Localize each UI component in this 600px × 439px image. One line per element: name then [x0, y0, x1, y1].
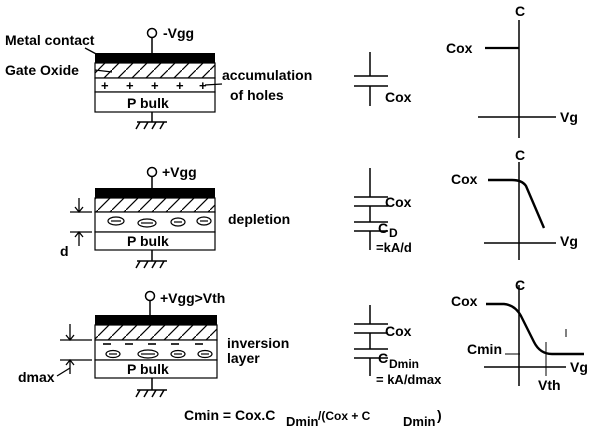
- metal-contact-pointer: [84, 47, 101, 57]
- svg-text:+: +: [101, 78, 109, 93]
- cdmin-cap-subscript: Dmin: [389, 357, 419, 371]
- ground-symbol: [135, 250, 167, 269]
- series-capacitor-symbol: [354, 305, 388, 376]
- metal-contact-layer: [95, 315, 217, 325]
- graph-y-axis-label: C: [515, 3, 525, 19]
- cd-formula-label: =kA/d: [376, 240, 412, 255]
- gate-oxide-layer: [94, 324, 218, 341]
- accumulation-row: -Vgg + + + + + P bulk Metal contact Gat: [5, 3, 578, 138]
- depletion-width-marker: [70, 198, 92, 246]
- series-capacitor-symbol: [354, 168, 388, 250]
- ground-symbol: [135, 112, 167, 130]
- depletion-ions: [105, 349, 213, 359]
- graph-x-axis-label: Vg: [570, 359, 588, 375]
- graph-cmin-label: Cmin: [467, 341, 502, 357]
- graph-x-axis-label: Vg: [560, 233, 578, 249]
- gate-terminal: [146, 166, 158, 188]
- svg-text:+: +: [151, 78, 159, 93]
- depletion-width-label: d: [60, 243, 69, 259]
- graph-y-axis-label: C: [515, 147, 525, 163]
- graph-cox-label: Cox: [451, 293, 478, 309]
- gate-oxide-label: Gate Oxide: [5, 62, 79, 78]
- inversion-row: +Vgg>Vth P bulk: [18, 277, 588, 398]
- cdmin-formula-label: = kA/dmax: [376, 372, 442, 387]
- gate-oxide-pointer: [94, 69, 113, 73]
- hole-plus-signs: + + + + +: [101, 78, 207, 93]
- cv-graph-inversion: [484, 285, 584, 386]
- graph-cox-label: Cox: [451, 171, 478, 187]
- cv-graph-accumulation: [478, 20, 556, 138]
- depletion-label: depletion: [228, 211, 290, 227]
- bulk-label: P bulk: [127, 361, 169, 377]
- accumulation-label: accumulation: [222, 67, 312, 83]
- layer-label: layer: [227, 350, 260, 366]
- cox-cap-label: Cox: [385, 194, 412, 210]
- inversion-label: inversion: [227, 335, 289, 351]
- cd-cap-label: C: [378, 220, 388, 236]
- svg-text:+: +: [199, 78, 207, 93]
- metal-contact-label: Metal contact: [5, 32, 95, 48]
- metal-contact-layer: [95, 53, 215, 63]
- gate-voltage-label: -Vgg: [163, 25, 194, 41]
- metal-contact-layer: [95, 188, 215, 198]
- p-bulk-region: [94, 231, 216, 251]
- equation-end: ): [437, 407, 442, 423]
- accumulation-pointer: [204, 83, 223, 86]
- equation-sub1: Dmin: [286, 414, 319, 429]
- cv-graph-depletion: [484, 162, 556, 260]
- gate-voltage-label: +Vgg: [162, 164, 197, 180]
- equation-mid: /(Cox + C: [318, 409, 371, 423]
- graph-y-axis-label: C: [515, 277, 525, 293]
- graph-cox-label: Cox: [446, 40, 473, 56]
- dmax-width-marker: [60, 324, 92, 374]
- gate-terminal: [144, 290, 156, 315]
- bulk-label: P bulk: [127, 233, 169, 249]
- cox-cap-label: Cox: [385, 323, 412, 339]
- cox-cap-label: Cox: [385, 89, 412, 105]
- cdmin-cap-label: C: [378, 350, 388, 366]
- dmax-pointer: [56, 367, 71, 377]
- depletion-row: +Vgg P bulk d deple: [60, 147, 578, 269]
- graph-vth-label: Vth: [538, 377, 561, 393]
- p-bulk-region: [94, 359, 218, 379]
- gate-oxide-layer: [94, 197, 216, 213]
- gate-oxide-layer: [94, 62, 216, 79]
- svg-text:+: +: [126, 78, 134, 93]
- ground-symbol: [135, 378, 167, 398]
- of-holes-label: of holes: [230, 87, 284, 103]
- equation-sub2: Dmin: [403, 414, 436, 429]
- svg-text:+: +: [176, 78, 184, 93]
- graph-x-axis-label: Vg: [560, 109, 578, 125]
- equation-lhs: Cmin = Cox.C: [184, 407, 275, 423]
- cd-cap-subscript: D: [389, 226, 398, 240]
- depletion-ions: [107, 216, 212, 228]
- p-bulk-region: [94, 91, 216, 113]
- oxide-capacitor-symbol: [354, 52, 388, 106]
- bulk-label: P bulk: [127, 95, 169, 111]
- cmin-equation: Cmin = Cox.C Dmin /(Cox + C Dmin ): [184, 407, 442, 429]
- gate-voltage-label: +Vgg>Vth: [160, 290, 225, 306]
- dmax-label: dmax: [18, 369, 55, 385]
- gate-terminal: [146, 27, 158, 53]
